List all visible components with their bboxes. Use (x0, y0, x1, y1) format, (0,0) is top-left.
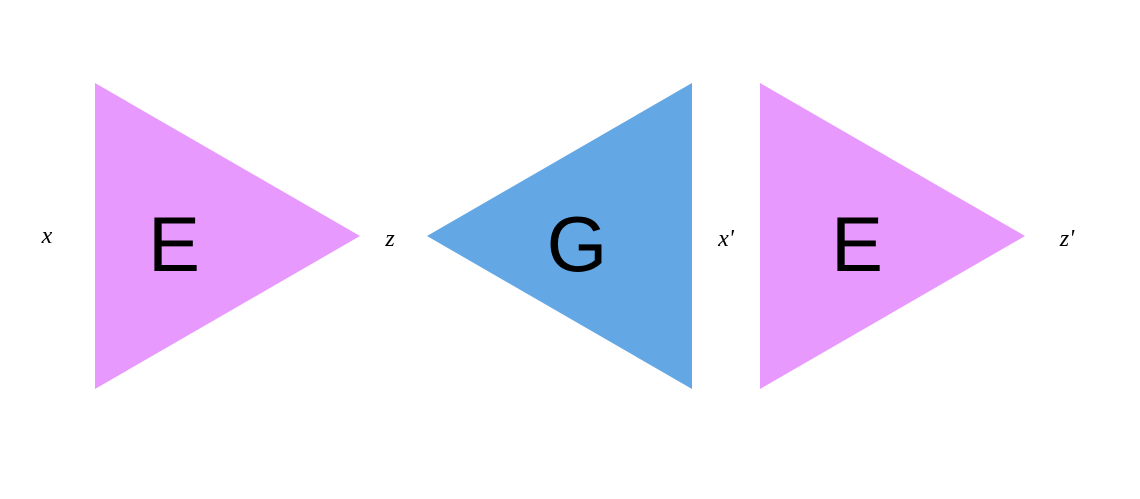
encoder-label-1: E (148, 200, 200, 288)
encoder-triangle-2 (760, 83, 1025, 389)
encoder-block-1: E (95, 83, 360, 389)
encoder-label-2: E (831, 200, 883, 288)
encoder-block-2: E (760, 83, 1025, 389)
input-x-label: x (41, 223, 53, 249)
encoder-triangle-1 (95, 83, 360, 389)
reconstructed-z-label: z' (1059, 226, 1075, 252)
generator-block: G (427, 83, 692, 389)
reconstructed-x-label: x' (717, 226, 735, 252)
generator-triangle (427, 83, 692, 389)
latent-z-label: z (384, 226, 395, 252)
generator-label: G (547, 200, 608, 288)
